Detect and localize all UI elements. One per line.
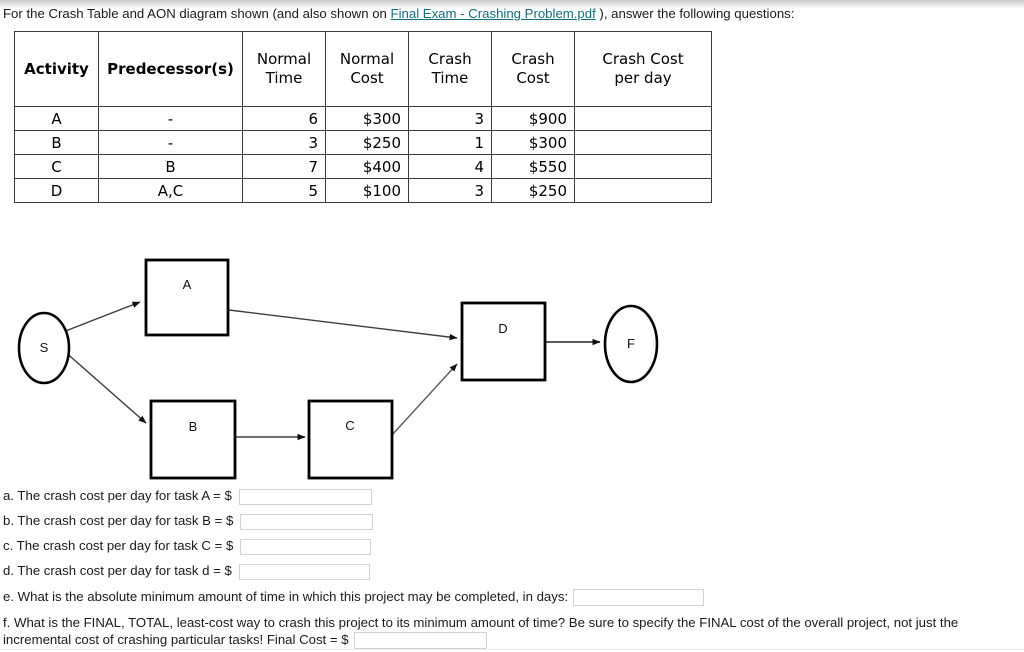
intro-text-after-link: ), answer the following questions:: [595, 6, 795, 21]
edge-s-to-b: [62, 349, 147, 424]
cell-normal-time: 5: [242, 178, 326, 203]
header-normal-time: Normal Time: [242, 31, 326, 107]
header-crash-time-line2: Time: [431, 69, 469, 87]
cell-normal-time: 6: [242, 106, 326, 131]
node-f[interactable]: F: [603, 304, 659, 384]
node-c-label: C: [345, 418, 354, 433]
node-b-label: B: [189, 419, 198, 434]
bottom-divider: [0, 649, 1024, 650]
node-d[interactable]: D: [460, 301, 547, 382]
table-row: B - 3 $250 1 $300: [14, 130, 712, 155]
edge-c-to-d: [391, 363, 458, 436]
cell-normal-cost: $100: [325, 178, 409, 203]
cell-crash-cost-per-day: [574, 130, 712, 155]
header-crash-time-line1: Crash: [428, 50, 472, 68]
header-crash-cost-per-day-line2: per day: [614, 69, 672, 87]
cell-normal-time: 3: [242, 130, 326, 155]
cell-normal-cost: $250: [325, 130, 409, 155]
question-e-label: e. What is the absolute minimum amount o…: [3, 589, 569, 604]
cell-crash-time: 3: [408, 178, 492, 203]
node-a-label: A: [183, 277, 192, 292]
question-d: d. The crash cost per day for task d = $: [3, 563, 370, 580]
cell-crash-cost-per-day: [574, 154, 712, 179]
header-crash-cost-line2: Cost: [516, 69, 550, 87]
cell-crash-cost: $900: [491, 106, 575, 131]
header-normal-time-line1: Normal: [256, 50, 312, 68]
table-row: C B 7 $400 4 $550: [14, 154, 712, 179]
cell-normal-cost: $300: [325, 106, 409, 131]
question-f-label: f. What is the FINAL, TOTAL, least-cost …: [3, 615, 959, 647]
header-crash-cost: Crash Cost: [491, 31, 575, 107]
cell-normal-time: 7: [242, 154, 326, 179]
cell-predecessors: B: [98, 154, 243, 179]
node-a[interactable]: A: [144, 258, 230, 337]
intro-text-before-link: For the Crash Table and AON diagram show…: [3, 6, 391, 21]
cell-crash-time: 4: [408, 154, 492, 179]
header-crash-cost-per-day: Crash Cost per day: [574, 31, 712, 107]
cell-crash-cost-per-day: [574, 106, 712, 131]
node-c[interactable]: C: [307, 399, 394, 480]
header-predecessors: Predecessor(s): [98, 31, 243, 107]
crashing-problem-pdf-link[interactable]: Final Exam - Crashing Problem.pdf: [390, 6, 596, 21]
question-c: c. The crash cost per day for task C = $: [3, 538, 372, 555]
node-f-label: F: [627, 336, 635, 351]
cell-activity: B: [14, 130, 99, 155]
header-crash-cost-line1: Crash: [511, 50, 555, 68]
question-f: f. What is the FINAL, TOTAL, least-cost …: [3, 614, 1018, 650]
cell-activity: D: [14, 178, 99, 203]
question-b: b. The crash cost per day for task B = $: [3, 513, 374, 530]
cell-normal-cost: $400: [325, 154, 409, 179]
table-row: D A,C 5 $100 3 $250: [14, 178, 712, 203]
question-a: a. The crash cost per day for task A = $: [3, 488, 372, 505]
cell-crash-cost: $550: [491, 154, 575, 179]
question-a-label: a. The crash cost per day for task A = $: [3, 488, 232, 503]
node-b[interactable]: B: [149, 399, 237, 480]
cell-predecessors: -: [98, 130, 243, 155]
answer-input-a[interactable]: [238, 488, 372, 505]
cell-predecessors: A,C: [98, 178, 243, 203]
answer-input-d[interactable]: [238, 563, 370, 580]
header-normal-time-line2: Time: [265, 69, 303, 87]
intro-line: For the Crash Table and AON diagram show…: [3, 6, 794, 22]
cell-activity: C: [14, 154, 99, 179]
node-s[interactable]: S: [17, 311, 71, 385]
header-normal-cost-line1: Normal: [339, 50, 395, 68]
question-c-label: c. The crash cost per day for task C = $: [3, 538, 234, 553]
header-crash-time: Crash Time: [408, 31, 492, 107]
cell-crash-time: 1: [408, 130, 492, 155]
answer-input-final-cost[interactable]: [353, 632, 487, 650]
header-crash-cost-per-day-line1: Crash Cost: [602, 50, 684, 68]
answer-input-b[interactable]: [240, 513, 374, 530]
answer-input-e[interactable]: [573, 589, 705, 607]
header-normal-cost-line2: Cost: [350, 69, 384, 87]
top-fade-strip: [0, 0, 1024, 9]
question-d-label: d. The crash cost per day for task d = $: [3, 563, 232, 578]
header-normal-cost: Normal Cost: [325, 31, 409, 107]
table-row: A - 6 $300 3 $900: [14, 106, 712, 131]
cell-crash-time: 3: [408, 106, 492, 131]
cell-crash-cost: $300: [491, 130, 575, 155]
node-s-label: S: [40, 340, 49, 355]
cell-crash-cost-per-day: [574, 178, 712, 203]
crash-table: Activity Predecessor(s) Normal Time Norm…: [14, 31, 712, 203]
question-b-label: b. The crash cost per day for task B = $: [3, 513, 234, 528]
cell-activity: A: [14, 106, 99, 131]
answer-input-c[interactable]: [240, 538, 372, 555]
edge-s-to-a: [62, 301, 141, 333]
header-activity: Activity: [14, 31, 99, 107]
edge-a-to-d: [228, 309, 458, 341]
node-d-label: D: [498, 321, 507, 336]
aon-diagram: S A B C D F: [0, 240, 700, 490]
cell-predecessors: -: [98, 106, 243, 131]
cell-crash-cost: $250: [491, 178, 575, 203]
question-e: e. What is the absolute minimum amount o…: [3, 589, 705, 607]
table-header-row: Activity Predecessor(s) Normal Time Norm…: [14, 31, 712, 107]
